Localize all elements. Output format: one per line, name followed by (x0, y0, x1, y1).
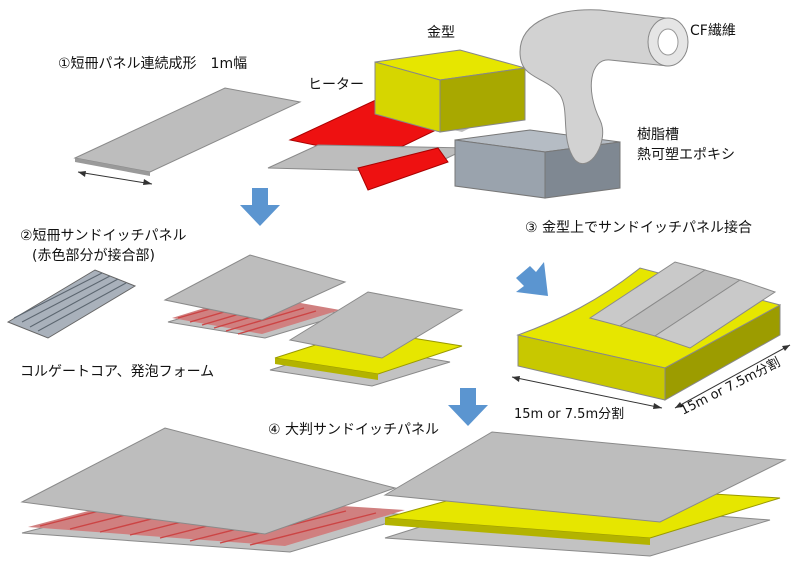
step2-label: ②短冊サンドイッチパネル (20, 228, 187, 244)
large-panel-corrugated (20, 427, 416, 553)
split-dimension-arrow-b (674, 344, 791, 409)
step4-label: ④ 大判サンドイッチパネル (268, 422, 439, 438)
step1-label: ①短冊パネル連続成形 1m幅 (58, 55, 247, 72)
sandwich-panel-corrugated (163, 254, 347, 339)
heater-label: ヒーター (308, 77, 364, 93)
cf-fiber-label: CF繊維 (690, 23, 736, 39)
sandwich-panel-foam (269, 291, 464, 387)
step3-label: ③ 金型上でサンドイッチパネル接合 (525, 219, 752, 236)
step1-strip-panel (73, 87, 302, 176)
arrow-down-1 (240, 188, 280, 226)
mold-block (374, 49, 526, 133)
resin-tank-label: 樹脂槽 (637, 127, 679, 143)
mold-label: 金型 (427, 25, 455, 41)
core-types-label: コルゲートコア、発泡フォーム (20, 364, 214, 380)
split-dimension-arrow-a (511, 376, 663, 409)
arrow-right-1 (516, 262, 548, 296)
step2-note: (赤色部分が接合部) (32, 247, 155, 264)
arrow-down-2 (448, 388, 488, 426)
width-dimension-arrow (77, 171, 153, 185)
split-label-a: 15m or 7.5m分割 (514, 406, 624, 422)
large-panel-foam (383, 431, 787, 557)
resin-tank-sublabel: 熱可塑エポキシ (637, 147, 735, 163)
panels-on-mold (588, 261, 777, 349)
corrugated-core-sample (6, 269, 137, 339)
cf-fiber-roll (519, 9, 689, 165)
